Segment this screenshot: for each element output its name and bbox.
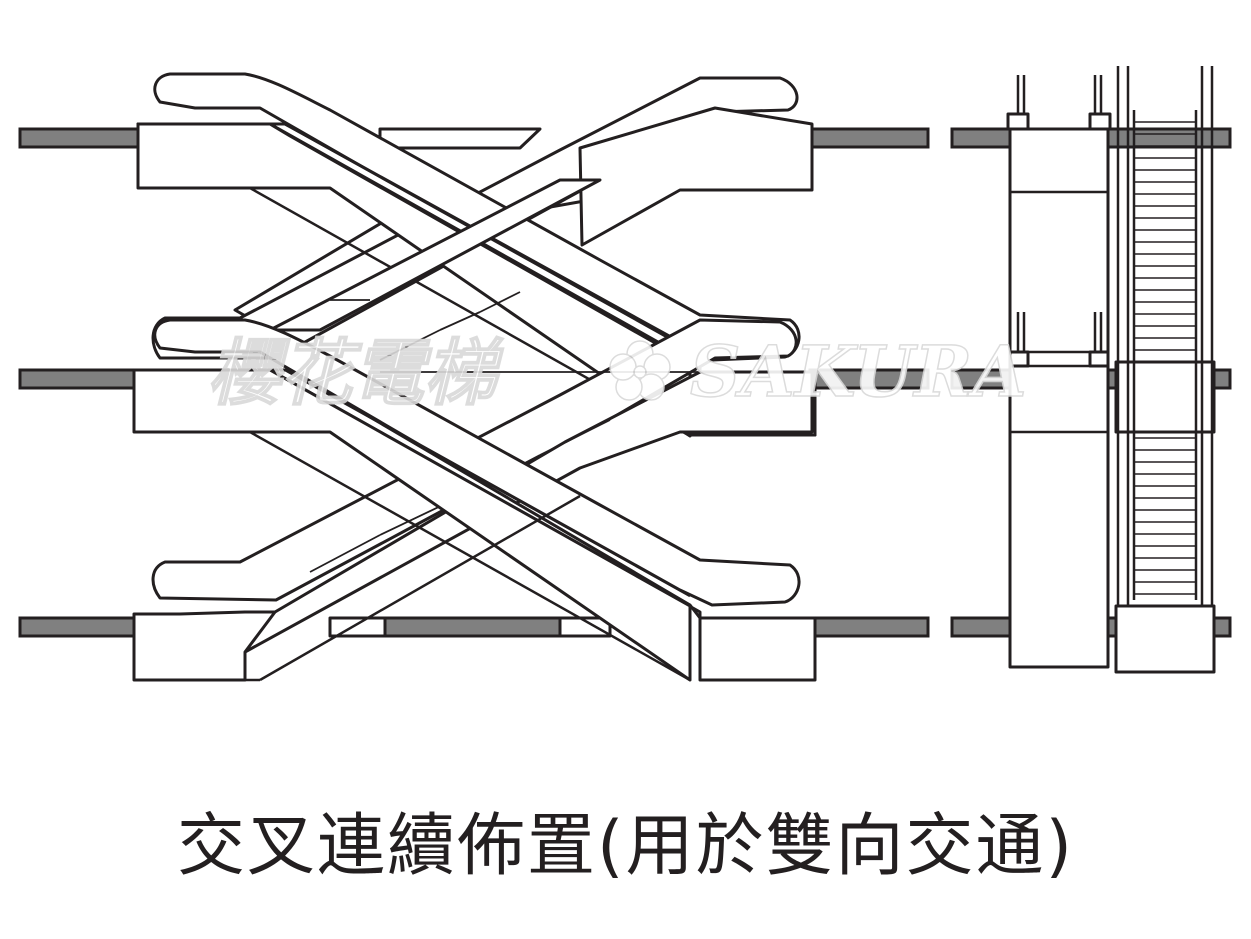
floor-slab-bottom-right (808, 616, 930, 638)
side-steps-upper (1134, 121, 1196, 351)
mid-cross-members (268, 178, 820, 373)
side-truss-left (1006, 75, 1112, 669)
floor-slab-top-left (18, 127, 140, 149)
floor-slab-top-right (808, 127, 930, 149)
side-steps-lower (1134, 437, 1196, 595)
diagram-caption: 交叉連續佈置(用於雙向交通) (176, 807, 1075, 886)
escalator-layout-diagram: .ln { fill: #ffffff; stroke: #231f20; st… (18, 66, 1232, 682)
floor-slabs-front (18, 127, 930, 638)
side-truss-right (1114, 66, 1216, 674)
escalator-lower-front (132, 318, 817, 682)
floor-slab-bottom-center (382, 616, 564, 638)
side-elevation-view (950, 66, 1232, 674)
watermark-cn-text: 櫻花電梯 (208, 330, 504, 415)
floor-slab-bottom-left (18, 616, 140, 638)
floor-slab-mid-left (18, 368, 140, 390)
watermark-en-text: SAKURA (690, 330, 1027, 413)
sakura-watermark: 櫻花電梯 SAKURA (207, 329, 1027, 416)
sakura-flower-icon (609, 340, 671, 401)
